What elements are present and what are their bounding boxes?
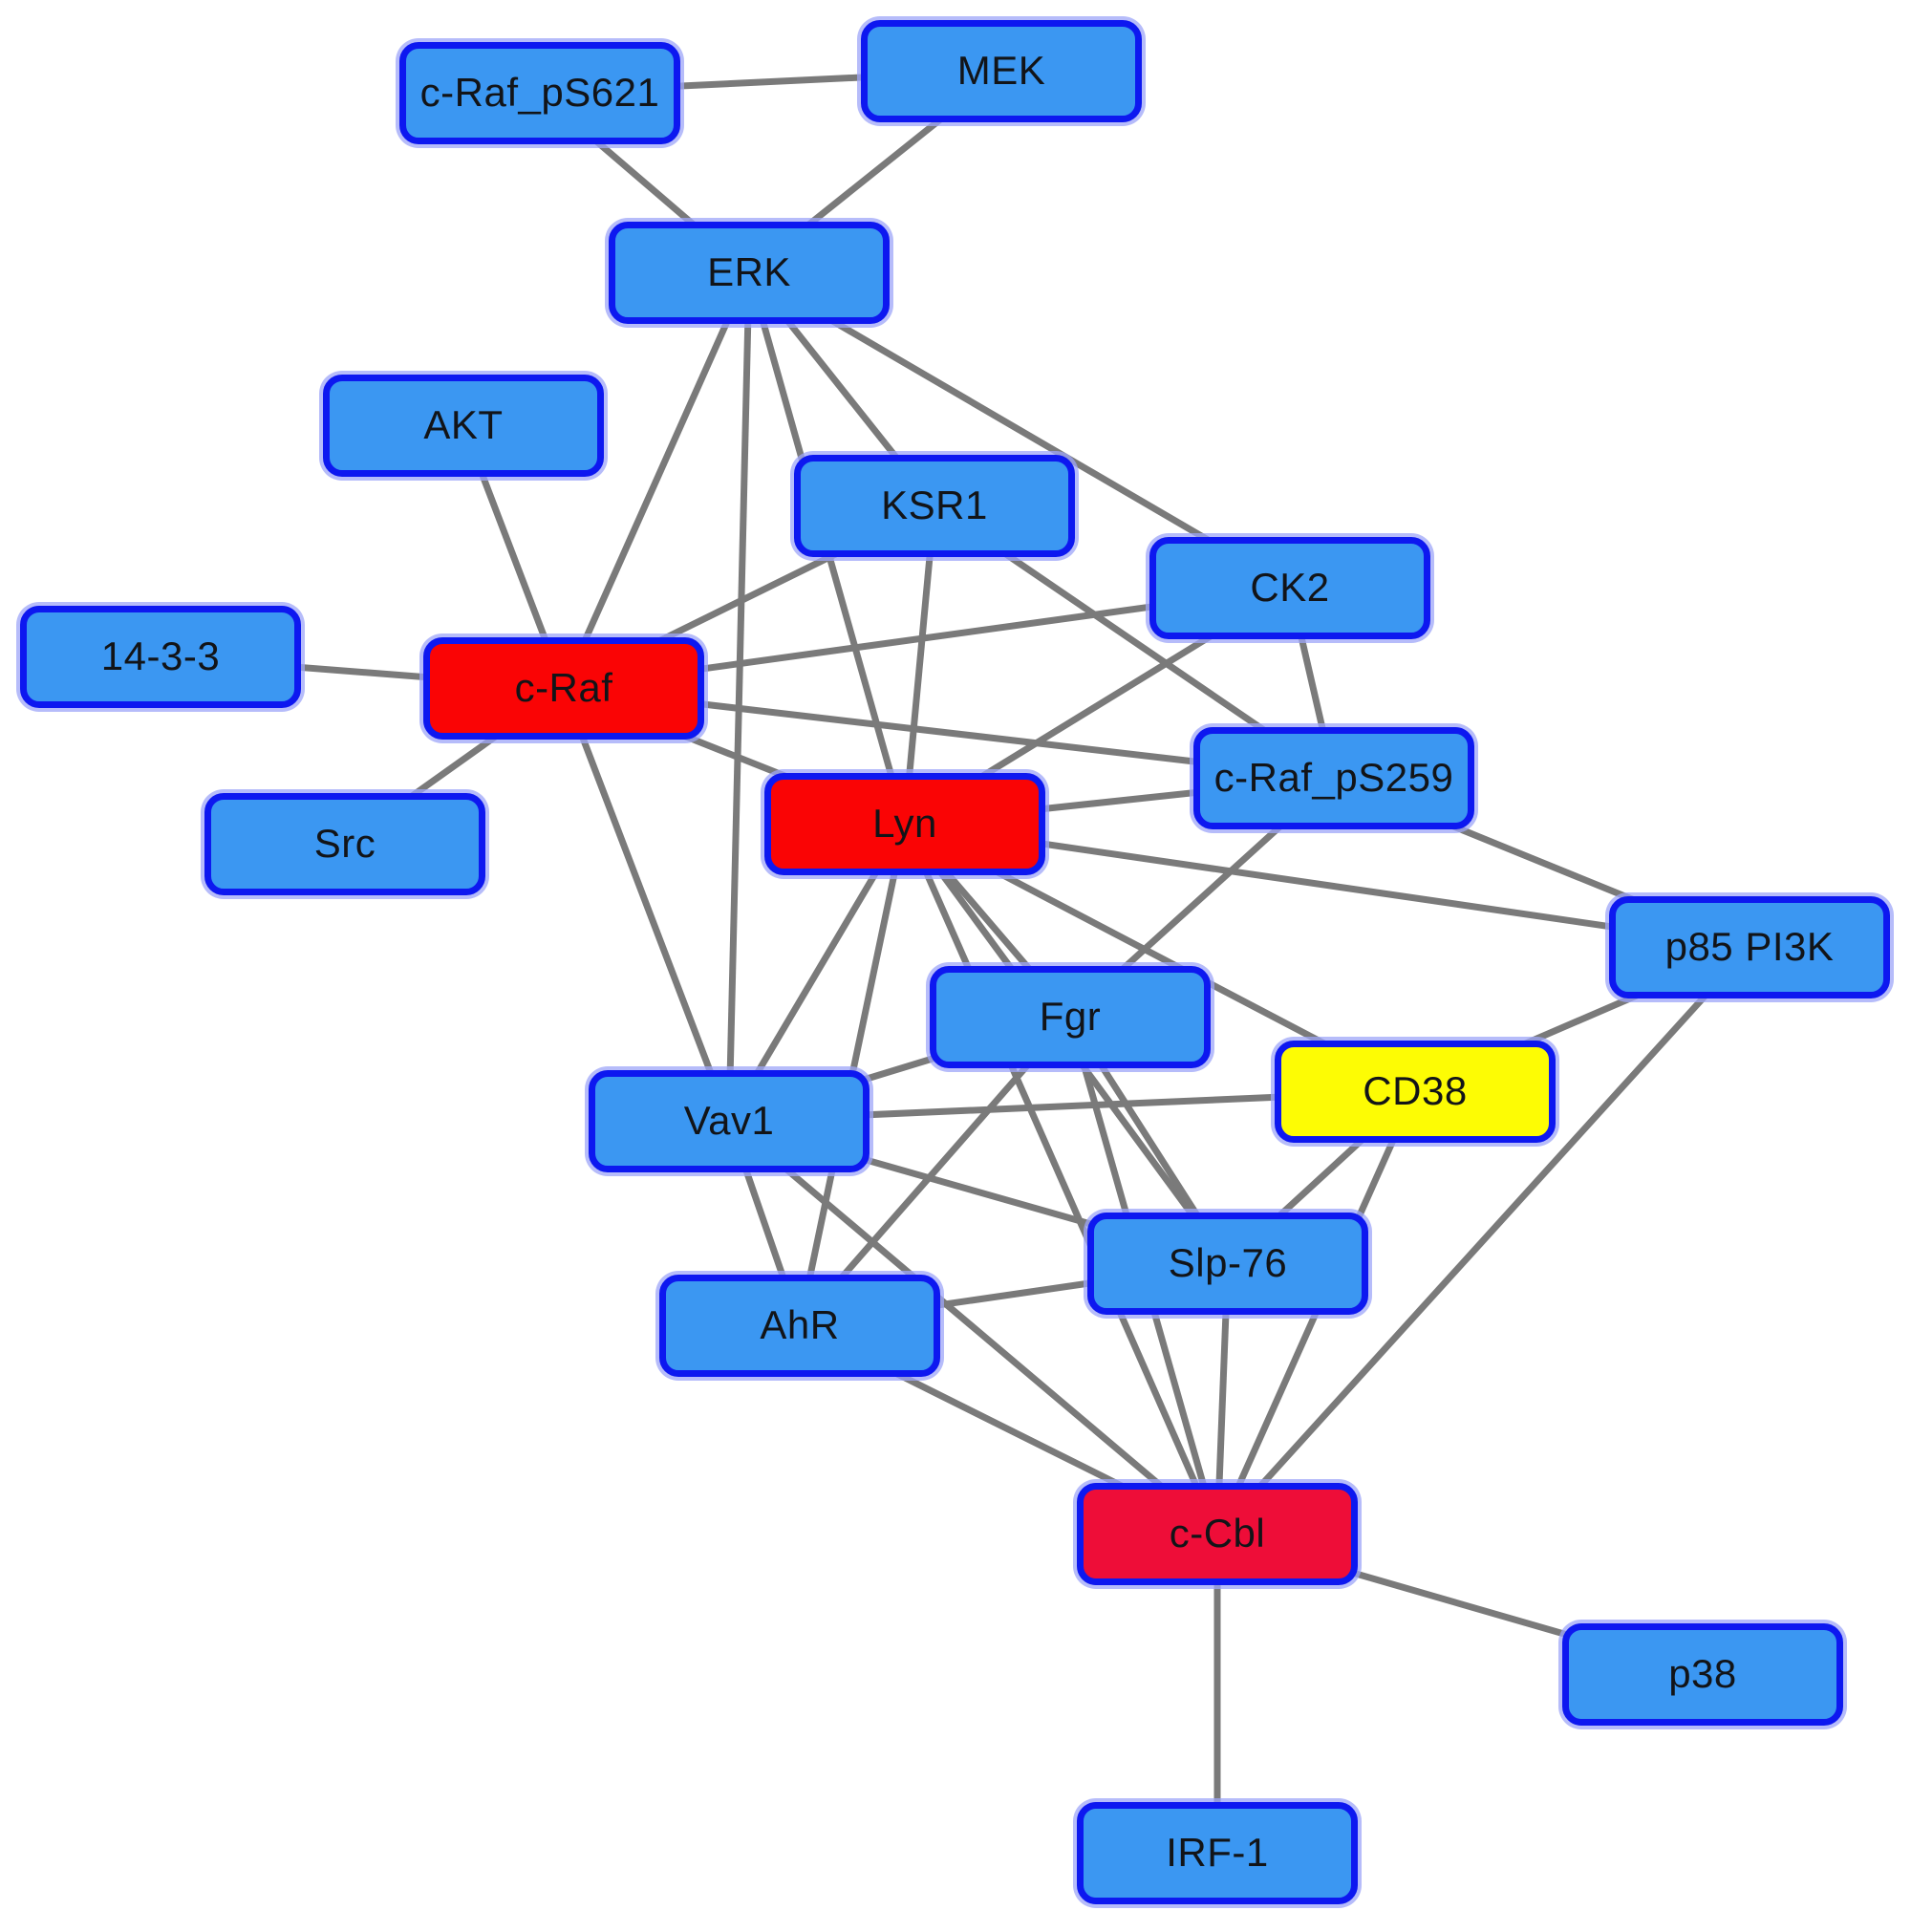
node-c-Raf[interactable]: c-Raf (423, 636, 704, 740)
node-label: Lyn (872, 801, 937, 846)
node-label: KSR1 (881, 483, 988, 527)
edge-p85 PI3K-c-Cbl (1214, 944, 1752, 1536)
edge-ERK-Vav1 (725, 271, 753, 1122)
node-Vav1[interactable]: Vav1 (589, 1069, 870, 1172)
edge-KSR1-Lyn (901, 504, 938, 825)
node-label: p38 (1668, 1651, 1737, 1696)
node-c-Raf_pS621[interactable]: c-Raf_pS621 (399, 41, 680, 144)
node-label: CK2 (1250, 565, 1330, 610)
node-label: Src (313, 821, 376, 866)
node-c-Cbl[interactable]: c-Cbl (1077, 1482, 1358, 1585)
edge-Vav1-c-Cbl (726, 1118, 1220, 1536)
edge-Lyn-c-Cbl (901, 822, 1221, 1535)
edge-Lyn-p85 PI3K (904, 820, 1750, 951)
node-label: AhR (760, 1302, 840, 1347)
node-p38[interactable]: p38 (1562, 1622, 1843, 1726)
node-label: Vav1 (683, 1098, 775, 1143)
node-label: Slp-76 (1168, 1240, 1288, 1285)
node-AhR[interactable]: AhR (659, 1274, 940, 1377)
node-label: ERK (707, 249, 791, 294)
node-CK2[interactable]: CK2 (1149, 536, 1430, 639)
node-p85 PI3K[interactable]: p85 PI3K (1609, 895, 1890, 998)
edge-ERK-c-Raf (560, 270, 753, 690)
node-KSR1[interactable]: KSR1 (794, 454, 1075, 557)
node-CD38[interactable]: CD38 (1275, 1040, 1556, 1143)
node-IRF-1[interactable]: IRF-1 (1077, 1801, 1358, 1904)
node-label: Fgr (1039, 994, 1102, 1039)
node-Slp-76[interactable]: Slp-76 (1087, 1212, 1368, 1315)
node-label: c-Raf_pS259 (1213, 755, 1454, 800)
node-label: 14-3-3 (100, 633, 221, 678)
node-label: AKT (423, 402, 504, 447)
node-label: MEK (956, 48, 1046, 93)
node-label: IRF-1 (1166, 1830, 1269, 1875)
edge-ERK-CK2 (747, 268, 1292, 591)
node-label: c-Raf (514, 665, 613, 710)
edge-c-Raf-Vav1 (560, 686, 733, 1123)
node-c-Raf_pS259[interactable]: c-Raf_pS259 (1193, 726, 1474, 829)
node-label: p85 PI3K (1664, 924, 1835, 969)
node-label: CD38 (1363, 1068, 1468, 1113)
node-14-3-3[interactable]: 14-3-3 (20, 605, 301, 708)
node-MEK[interactable]: MEK (861, 19, 1142, 122)
node-Src[interactable]: Src (204, 792, 485, 895)
node-ERK[interactable]: ERK (609, 221, 890, 324)
node-Fgr[interactable]: Fgr (930, 965, 1211, 1068)
node-label: c-Raf_pS621 (419, 70, 660, 115)
node-label: c-Cbl (1169, 1511, 1266, 1556)
node-AKT[interactable]: AKT (323, 374, 604, 477)
edge-Fgr-AhR (797, 1014, 1073, 1328)
node-Lyn[interactable]: Lyn (764, 772, 1045, 875)
